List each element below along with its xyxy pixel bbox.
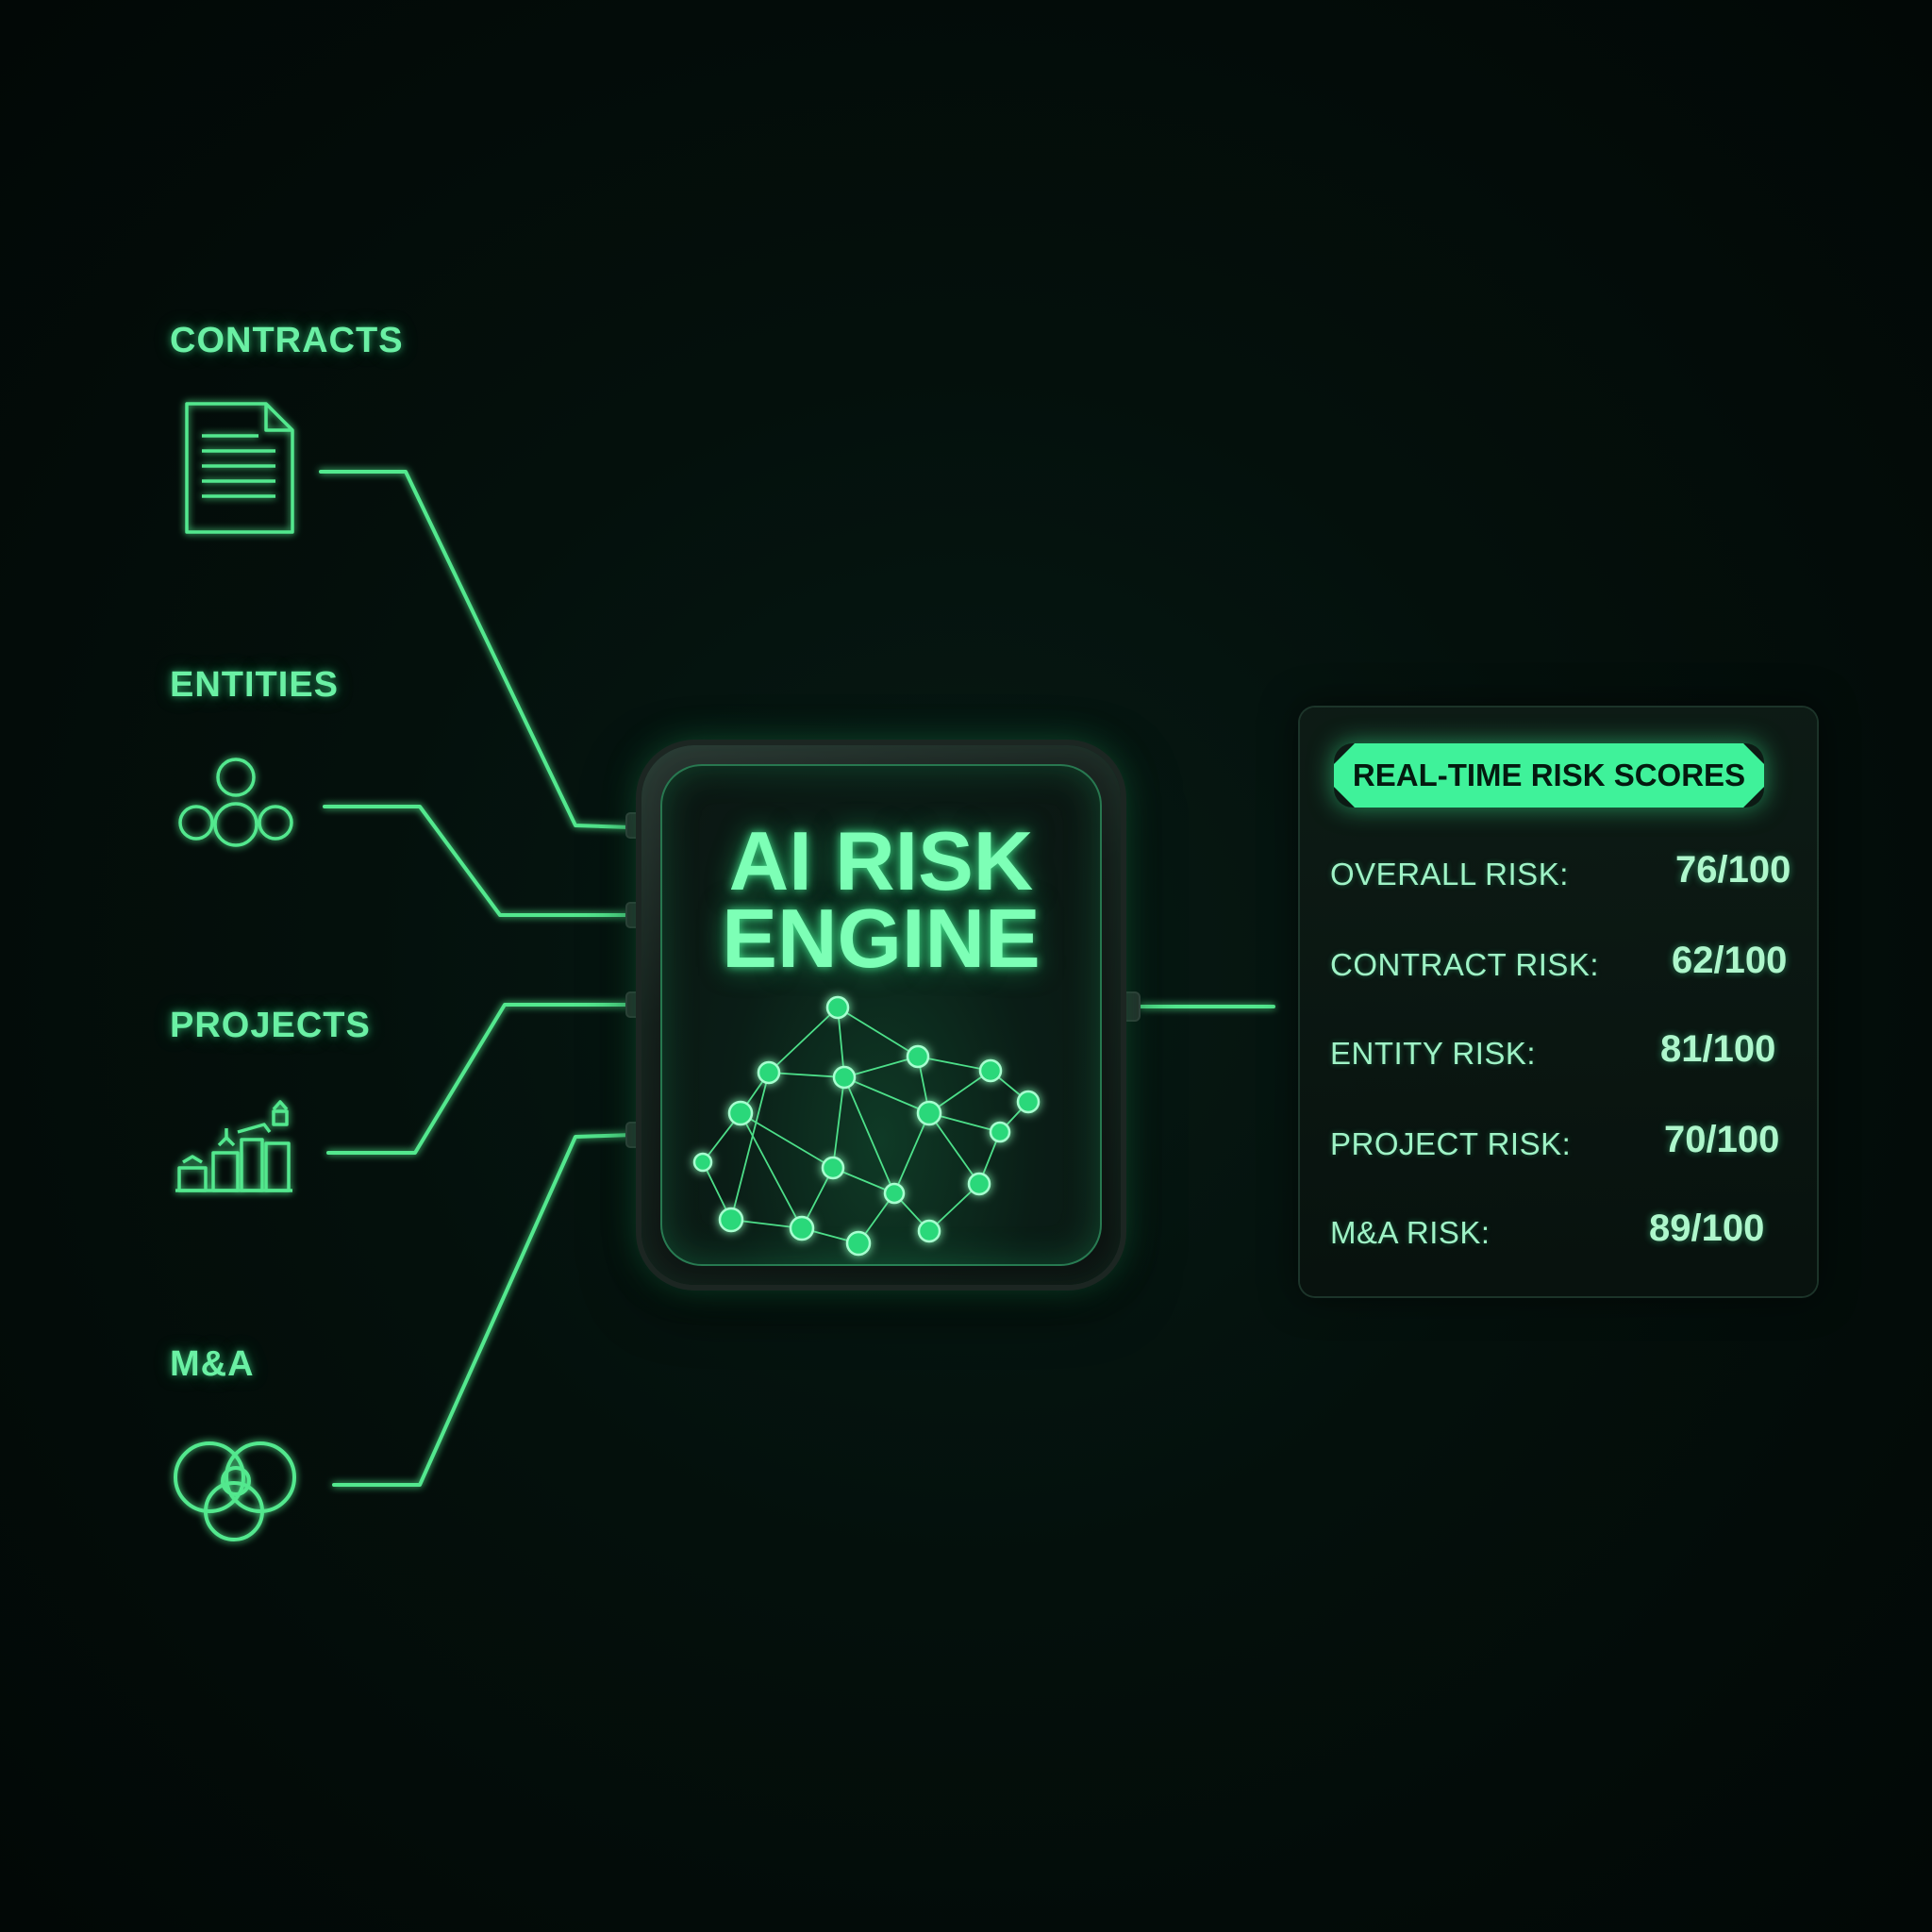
score-value: 70/100 [1664,1119,1780,1160]
score-name: OVERALL RISK: [1330,857,1569,891]
bar-growth-icon [175,1100,292,1192]
engine-port [625,991,641,1018]
entity-network-icon [178,758,293,847]
engine-port [625,902,641,928]
connector-entities [323,805,634,917]
score-value: 89/100 [1649,1208,1765,1249]
projects-label: PROJECTS [170,1006,371,1045]
panel-header: REAL-TIME RISK SCORES [1334,743,1764,808]
score-row-entity: ENTITY RISK: 81/100 [1330,1028,1802,1083]
risk-scores-panel: REAL-TIME RISK SCORES OVERALL RISK: 76/1… [1300,708,1817,1296]
score-name: PROJECT RISK: [1330,1126,1572,1161]
connector-contracts [319,470,632,829]
engine-port [1122,991,1141,1022]
engine-port [625,1122,641,1148]
connector-ma [332,1133,634,1487]
score-row-ma: M&A RISK: 89/100 [1330,1208,1802,1262]
ai-risk-engine-box: AI RISK ENGINE [641,745,1121,1285]
score-name: ENTITY RISK: [1330,1036,1537,1071]
neural-network-graphic [692,995,1041,1257]
overlapping-circles-icon [174,1441,296,1541]
ai-risk-engine-screen: AI RISK ENGINE [660,764,1102,1266]
score-name: CONTRACT RISK: [1330,947,1600,982]
engine-title-line2: ENGINE [722,891,1041,985]
document-icon [185,402,294,534]
engine-title-line1: AI RISK [728,814,1034,908]
entities-label: ENTITIES [170,665,340,705]
score-value: 81/100 [1660,1028,1776,1070]
connector-projects [326,1003,634,1155]
score-row-project: PROJECT RISK: 70/100 [1330,1119,1802,1174]
score-row-contract: CONTRACT RISK: 62/100 [1330,940,1802,994]
engine-port [625,812,641,839]
score-value: 62/100 [1672,940,1788,981]
ma-label: M&A [170,1344,255,1384]
contracts-label: CONTRACTS [170,321,404,360]
score-name: M&A RISK: [1330,1215,1491,1250]
score-row-overall: OVERALL RISK: 76/100 [1330,849,1802,904]
score-value: 76/100 [1675,849,1791,891]
engine-title: AI RISK ENGINE [660,814,1102,985]
